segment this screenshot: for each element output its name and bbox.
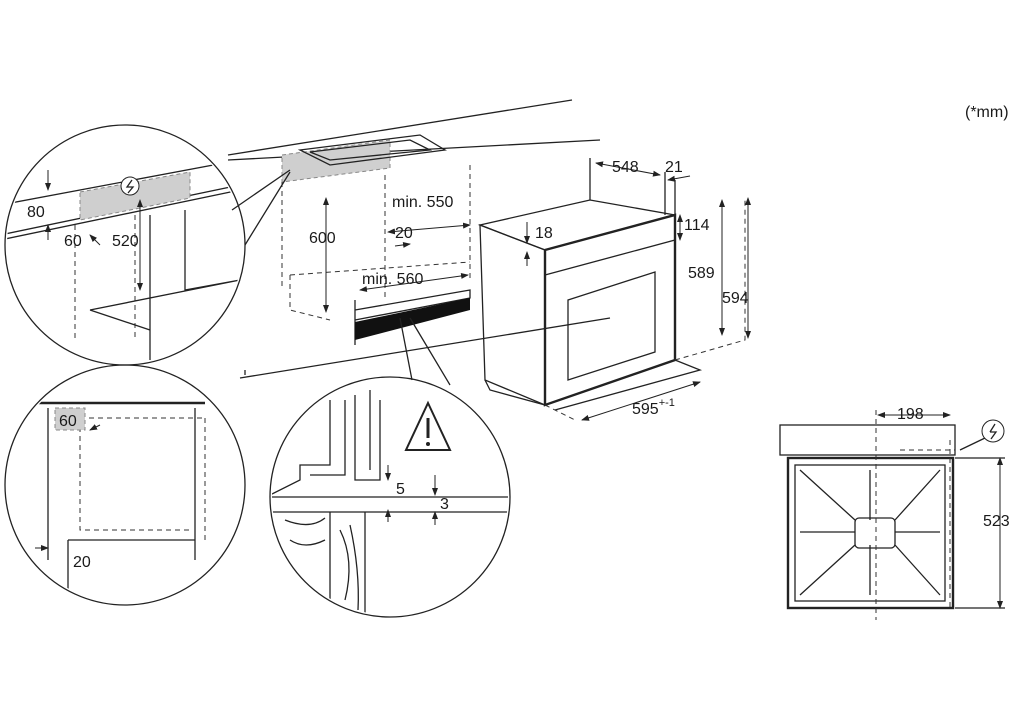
section-gap-b-label: 3: [440, 496, 449, 513]
hob-depth-label: 520: [112, 233, 139, 250]
callout-section: [399, 317, 451, 386]
hob-offset-top-label: 80: [27, 204, 45, 221]
electric-hazard-icon-top-view: [981, 419, 1005, 443]
oven-height-label: 594: [722, 290, 749, 307]
cabinet: [281, 165, 471, 345]
cabinet-gap-label: 20: [395, 225, 413, 242]
callout-hob: [231, 169, 291, 246]
electric-hazard-icon: [120, 176, 140, 196]
countertop: [227, 99, 611, 379]
oven-depth-label: 548: [612, 159, 639, 176]
top-view-depth-label: 523: [983, 513, 1010, 530]
units-note: (*mm): [965, 104, 1009, 121]
oven-width-label: 595+-1: [632, 397, 675, 418]
top-view: [779, 410, 1005, 620]
section-gap-a-label: 5: [396, 481, 405, 498]
cabinet-min-depth-label: min. 550: [392, 194, 453, 211]
side-offset-bottom-label: 20: [73, 554, 91, 571]
cabinet-height-label: 600: [309, 230, 336, 247]
oven: [477, 158, 751, 421]
top-view-width-label: 198: [897, 406, 924, 423]
oven-door-label: 21: [665, 159, 683, 176]
ventilation-slot: [355, 298, 470, 340]
warning-triangle-icon: [404, 400, 452, 451]
detail-section-circle: [269, 376, 511, 618]
oven-panel-label: 18: [535, 225, 553, 242]
oven-inner-height-label: 589: [688, 265, 715, 282]
oven-top-offset-label: 114: [684, 217, 710, 234]
side-offset-top-label: 60: [59, 413, 77, 430]
hob-cutout: [281, 139, 391, 183]
cabinet-min-width-label: min. 560: [362, 271, 423, 288]
hob-offset-side-label: 60: [64, 233, 82, 250]
detail-side-circle: [4, 364, 246, 606]
